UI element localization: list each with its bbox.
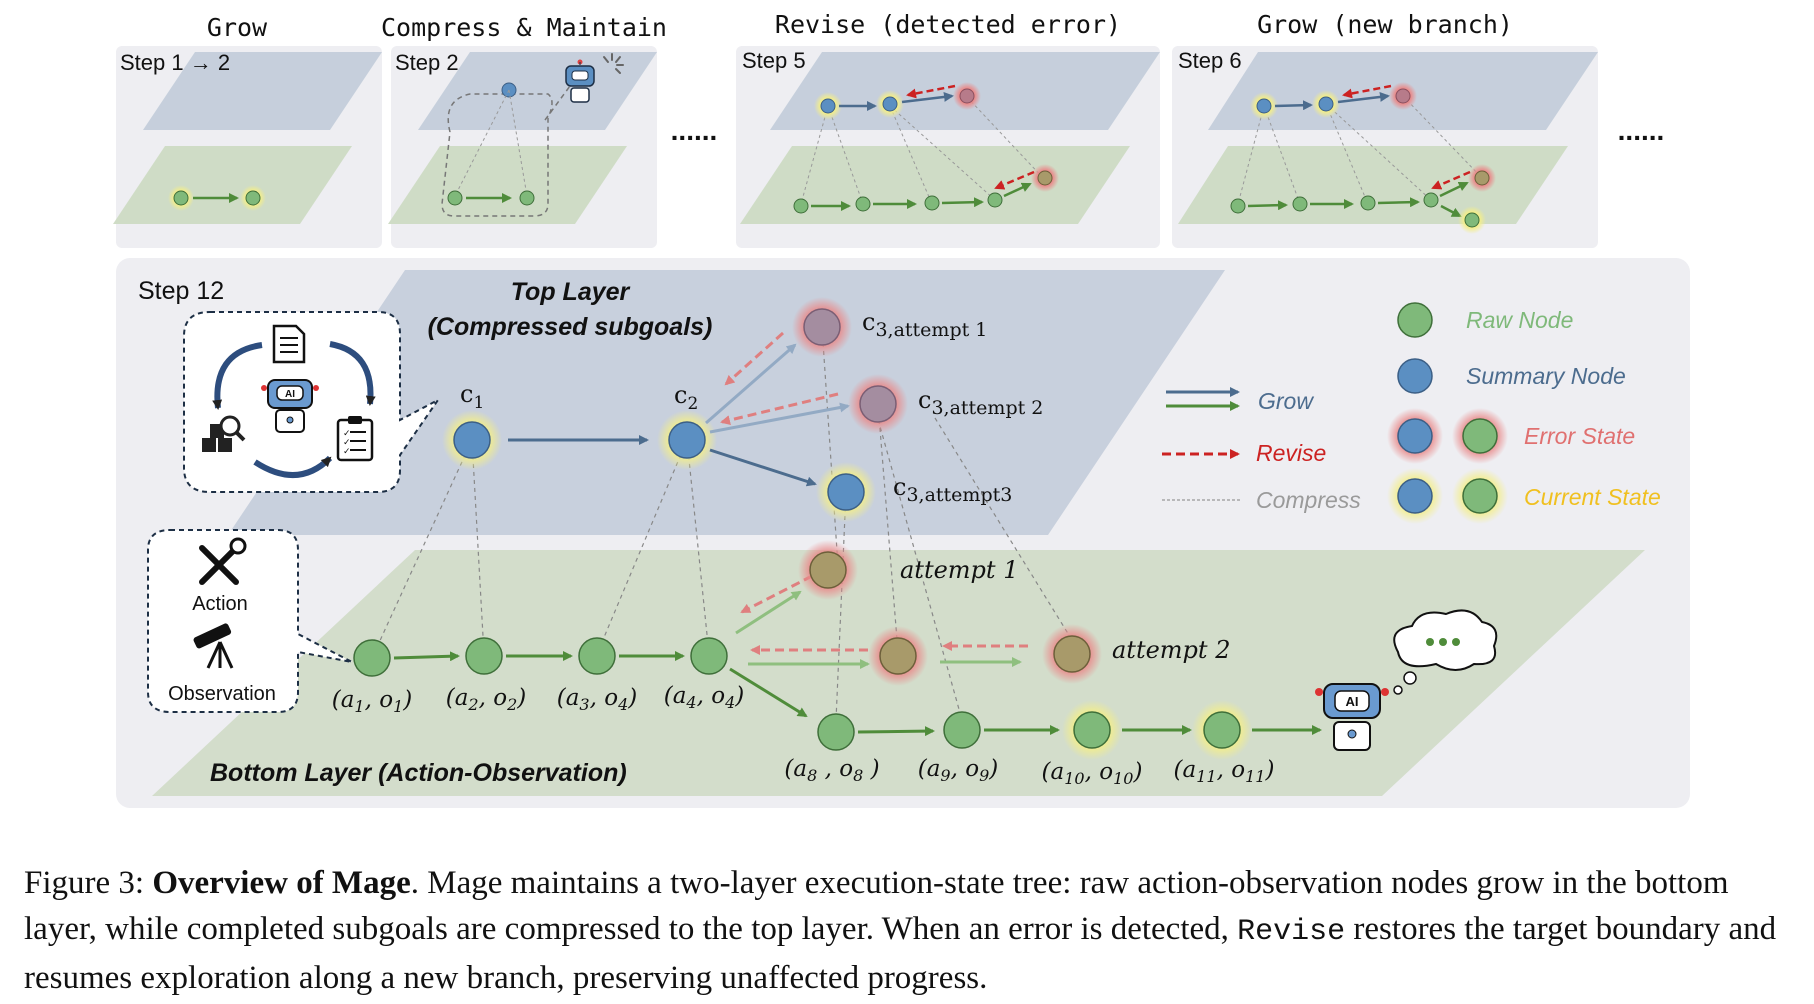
legend-current-raw [1462, 478, 1498, 514]
step5-nodes [793, 82, 1059, 214]
step1-label: Step 1 → 2 [120, 50, 230, 75]
legend-error-label: Error State [1524, 423, 1635, 449]
thought-bubble-icon [1393, 609, 1498, 695]
observation-label: Observation [168, 683, 276, 705]
robot-icon: AI [261, 379, 319, 433]
legend-error-summary [1397, 418, 1433, 454]
panel-step2 [388, 46, 657, 248]
action-label: Action [192, 593, 248, 615]
svg-text:✓: ✓ [343, 446, 351, 456]
legend-error-raw [1462, 418, 1498, 454]
node-label-11: (a11, o11) [1174, 757, 1275, 786]
svg-text:AI: AI [1346, 694, 1359, 709]
document-icon [272, 324, 306, 364]
top-layer-plane [143, 52, 382, 130]
node-label-4: (a4, o4) [664, 683, 745, 712]
step6-nodes [1230, 82, 1496, 234]
caption-name: Mage [427, 865, 503, 901]
legend-grow-label: Grow [1258, 388, 1314, 414]
step2-label: Step 2 [395, 50, 459, 75]
grow-step-title: Grow [207, 13, 268, 42]
node-label-2: (a2, o2) [446, 685, 527, 714]
panel-step5 [736, 46, 1160, 248]
legend-summary-label: Summary Node [1466, 363, 1626, 389]
node-c2 [668, 421, 706, 459]
ellipsis-end: ...... [1618, 115, 1665, 146]
agent-loop-callout: AI ✓ ✓ ✓ [183, 311, 439, 493]
robot-small-icon [565, 59, 595, 103]
legend-summary-node [1397, 358, 1433, 394]
bottom-node-labels: (a1, o1) (a2, o2) (a3, o4) (a4, o4) (a8 … [332, 683, 1275, 788]
legend-revise-label: Revise [1256, 440, 1326, 466]
node-c3-attempt2 [859, 385, 897, 423]
panel-step1 [113, 46, 382, 248]
node-label-8: (a8 , o8 ) [784, 756, 879, 785]
svg-text:✓: ✓ [343, 428, 351, 438]
action-observation-callout: Action Observation [147, 529, 353, 713]
node-c3-attempt1 [803, 308, 841, 346]
step5-label: Step 5 [742, 48, 806, 73]
legend-raw-node [1397, 302, 1433, 338]
node-c1 [453, 421, 491, 459]
compress-lines [371, 326, 1073, 721]
node-label-1: (a1, o1) [332, 687, 413, 716]
cycle-arrow-icon [212, 342, 263, 410]
tools-icon [199, 537, 247, 585]
top-layer-subtitle: (Compressed subgoals) [428, 313, 713, 341]
revise-step-title: Revise (detected error) [775, 10, 1121, 39]
label-c1: c1 [460, 380, 484, 413]
label-attempt2: attempt 2 [1112, 636, 1230, 664]
panel-step6 [1172, 46, 1598, 248]
step12-label: Step 12 [138, 277, 224, 305]
top-layer-nodes [442, 297, 908, 522]
caption-title: Overview of Mage [152, 865, 411, 901]
thinking-robot-icon: AI [1315, 683, 1389, 751]
caption-after-title: . [410, 865, 428, 901]
legend-current-label: Current State [1524, 484, 1661, 510]
node-label-9: (a9, o9) [918, 756, 999, 785]
top-layer-title: Top Layer [511, 278, 631, 306]
step1-nodes [168, 185, 266, 211]
caption-body-2: restores the target boundary and resumes… [24, 911, 1777, 996]
label-c3-attempt3: c3,attempt3 [893, 473, 1012, 506]
caption-body-1: maintains a two-layer execution-state tr… [24, 865, 1729, 947]
step2-nodes [441, 53, 624, 217]
legend-compress-label: Compress [1256, 487, 1361, 513]
legend-current-summary [1397, 478, 1433, 514]
step6-label: Step 6 [1178, 48, 1242, 73]
clipboard-checklist-icon: ✓ ✓ ✓ [336, 416, 374, 462]
bottom-layer-nodes [353, 540, 1322, 760]
cycle-arrow-icon [329, 341, 376, 406]
legend-raw-label: Raw Node [1466, 307, 1573, 333]
caption-code: Revise [1237, 915, 1346, 949]
compress-step-title: Compress & Maintain [381, 13, 667, 42]
cycle-arrow-icon [253, 455, 333, 478]
svg-text:AI: AI [285, 389, 295, 400]
figure-caption: Figure 3: Overview of Mage. Mage maintai… [24, 860, 1794, 1001]
node-c3-attempt3 [827, 473, 865, 511]
grow-branch-step-title: Grow (new branch) [1257, 10, 1513, 39]
caption-prefix: Figure 3: [24, 865, 153, 901]
boxes-search-icon [202, 415, 246, 452]
svg-text:✓: ✓ [343, 437, 351, 447]
loading-spinner-icon [603, 53, 624, 74]
ellipsis-separator: ...... [671, 115, 718, 146]
label-c3-attempt1: c3,attempt 1 [862, 308, 987, 341]
legend: Grow Revise Compress Raw Node Summary No… [1162, 302, 1661, 524]
node-label-10: (a10, o10) [1042, 759, 1143, 788]
label-c2: c2 [674, 381, 698, 414]
node-label-3: (a3, o4) [557, 685, 638, 714]
mage-overview-diagram: Grow Compress & Maintain Revise (detecte… [113, 10, 1690, 808]
bottom-layer-title: Bottom Layer (Action-Observation) [210, 759, 627, 787]
label-c3-attempt2: c3,attempt 2 [918, 386, 1043, 419]
telescope-icon [193, 623, 234, 669]
label-attempt1: attempt 1 [900, 556, 1018, 584]
